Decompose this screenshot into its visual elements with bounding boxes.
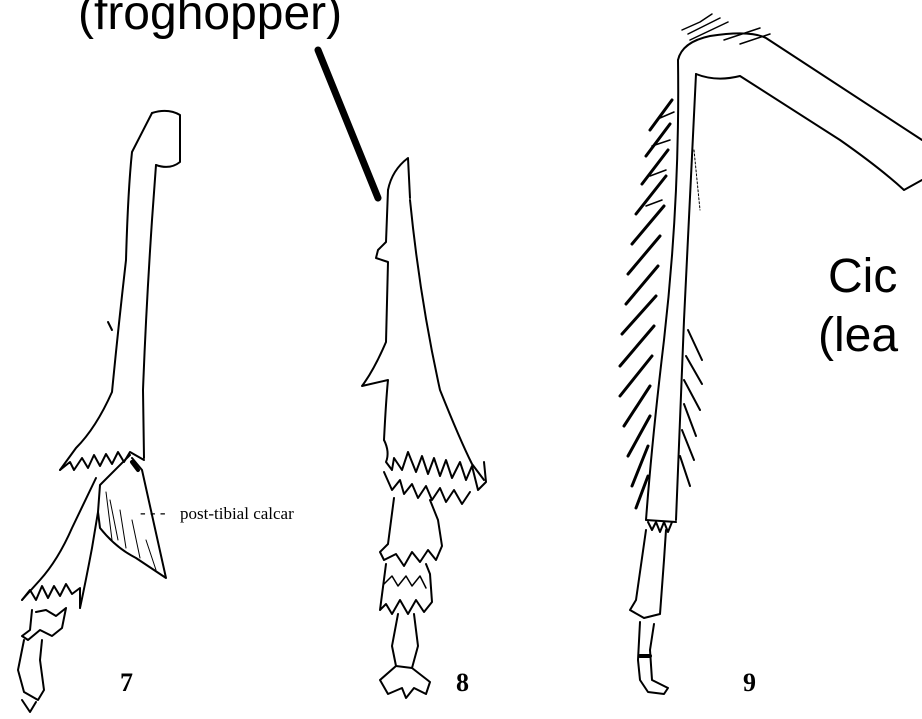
leg-7-drawing — [18, 111, 180, 712]
froghopper-label: (froghopper) — [78, 0, 342, 38]
figure-number-7: 7 — [120, 668, 133, 698]
cicada-label-line2: (lea — [818, 312, 898, 360]
calcar-leader: - - - — [140, 503, 165, 523]
calcar-label: post-tibial calcar — [180, 504, 294, 524]
leg-8-drawing — [362, 158, 486, 698]
cicada-label-line1: Cic — [828, 253, 897, 301]
figure-number-8: 8 — [456, 668, 469, 698]
figure-number-9: 9 — [743, 668, 756, 698]
pointer-line — [318, 50, 378, 198]
